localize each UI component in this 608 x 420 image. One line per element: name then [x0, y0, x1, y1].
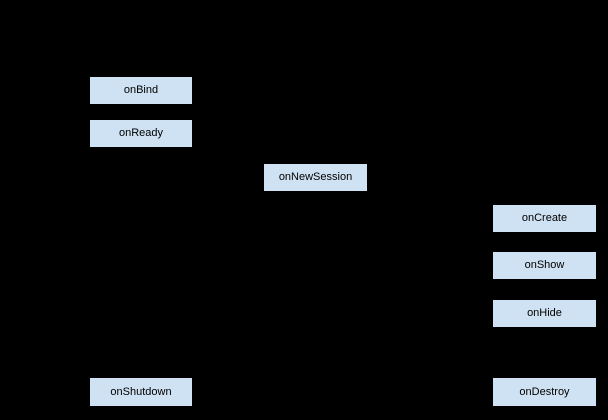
node-onshow: onShow: [492, 251, 597, 280]
node-oncreate-label: onCreate: [521, 212, 568, 224]
node-ondestroy-label: onDestroy: [519, 385, 570, 398]
node-onready-label: onReady: [118, 127, 164, 139]
node-onnewsession-label: onNewSession: [278, 171, 353, 183]
node-oncreate: onCreate: [492, 204, 597, 233]
node-onshutdown: onShutdown: [89, 377, 193, 407]
node-onbind: onBind: [89, 76, 193, 105]
node-onbind-label: onBind: [123, 84, 159, 96]
node-onready: onReady: [89, 119, 193, 148]
node-onshow-label: onShow: [524, 259, 565, 271]
node-onhide-label: onHide: [527, 307, 562, 319]
node-onhide: onHide: [492, 299, 597, 328]
node-ondestroy: onDestroy: [492, 377, 597, 407]
node-onnewsession: onNewSession: [263, 163, 368, 192]
node-onshutdown-label: onShutdown: [110, 385, 172, 398]
